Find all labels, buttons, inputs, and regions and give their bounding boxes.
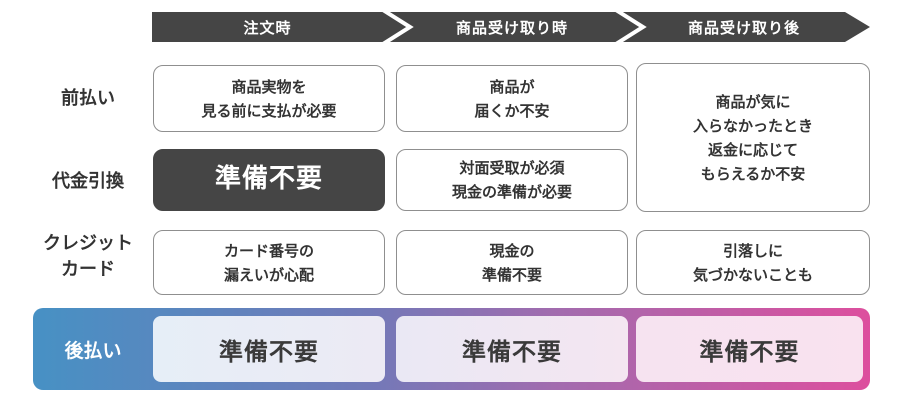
header-segment-order-time: 注文時: [243, 18, 292, 37]
cell-deferred-order-time-no-preparation: 準備不要: [153, 316, 385, 382]
cell-credit-after-receipt: 引落しに 気づかないことも: [636, 230, 870, 295]
cell-after-receipt-refund-concern: 商品が気に 入らなかったとき 返金に応じて もらえるか不安: [636, 63, 870, 212]
cell-credit-receipt-time: 現金の 準備不要: [396, 230, 628, 295]
row-label-credit-card: クレジット カード: [43, 233, 133, 281]
chevron-separator-icon: [382, 12, 414, 42]
deferred-payment-highlight-strip: 後払い 準備不要 準備不要 準備不要: [33, 308, 870, 390]
cell-deferred-receipt-time-no-preparation: 準備不要: [396, 316, 628, 382]
chevron-separator-icon: [615, 12, 647, 42]
arrow-banner-shape: [152, 12, 870, 42]
timeline-arrow-banner: [152, 12, 870, 42]
row-label-deferred-payment: 後払い: [64, 339, 122, 362]
header-segment-after-receipt: 商品受け取り後: [687, 18, 800, 37]
cell-cod-order-time-no-preparation: 準備不要: [153, 149, 385, 211]
cell-deferred-after-receipt-no-preparation: 準備不要: [636, 316, 863, 382]
cell-cod-receipt-time: 対面受取が必須 現金の準備が必要: [396, 149, 628, 211]
cell-prepayment-order-time: 商品実物を 見る前に支払が必要: [153, 65, 385, 132]
header-segment-receipt-time: 商品受け取り時: [455, 18, 568, 37]
cell-credit-order-time: カード番号の 漏えいが心配: [153, 230, 385, 295]
row-label-prepayment: 前払い: [61, 88, 115, 109]
cell-prepayment-receipt-time: 商品が 届くか不安: [396, 65, 628, 132]
row-label-cash-on-delivery: 代金引換: [52, 171, 124, 192]
